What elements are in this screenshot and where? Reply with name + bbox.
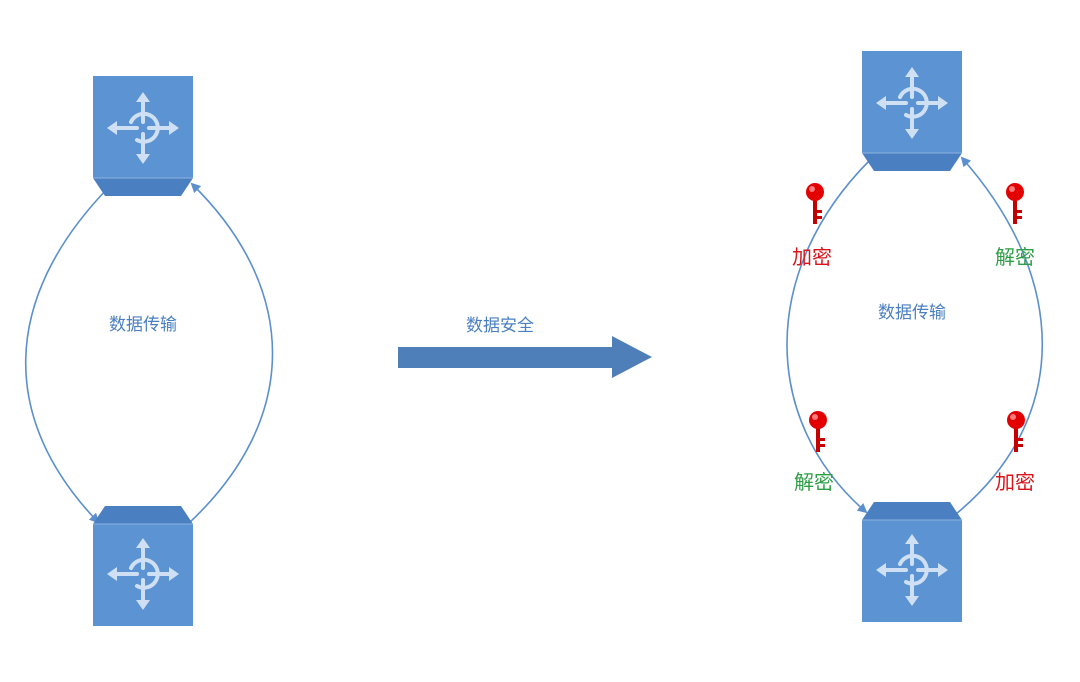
right-link-up <box>955 156 1044 515</box>
right-center-label: 数据传输 <box>878 303 946 323</box>
router-icon <box>862 502 962 622</box>
router-icon <box>93 76 193 196</box>
right-link-down <box>786 159 871 514</box>
arrow-label: 数据安全 <box>466 316 534 336</box>
right-diagram: 数据传输 加密 解密 解密 加密 <box>786 51 1044 622</box>
decrypt-label-top-right: 解密 <box>995 245 1035 269</box>
left-link-down <box>24 187 109 524</box>
left-link-up <box>187 182 274 525</box>
encrypt-label-bottom-right: 加密 <box>995 470 1035 494</box>
key-icon <box>1006 183 1024 224</box>
key-icon <box>806 183 824 224</box>
router-icon <box>862 51 962 171</box>
right-arrow-icon <box>398 336 652 378</box>
left-center-label: 数据传输 <box>109 315 177 335</box>
left-diagram: 数据传输 <box>24 76 274 626</box>
encrypt-label-top-left: 加密 <box>792 245 832 269</box>
router-icon <box>93 506 193 626</box>
decrypt-label-bottom-left: 解密 <box>794 470 834 494</box>
middle-transition: 数据安全 <box>398 316 652 378</box>
